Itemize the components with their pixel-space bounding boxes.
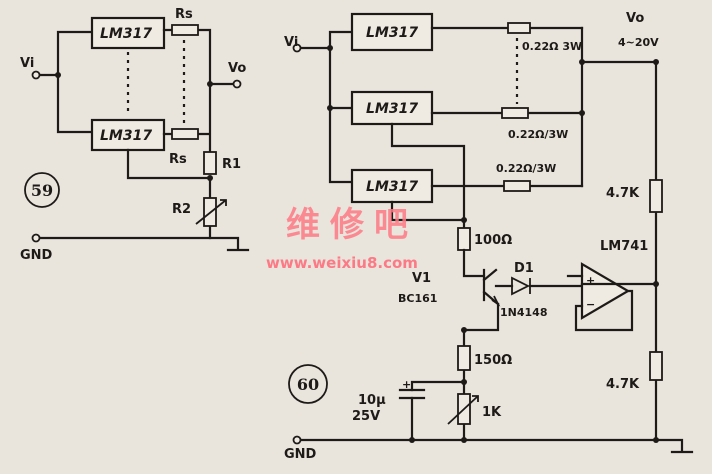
lm317-2-60	[350, 90, 434, 126]
res-2-60	[501, 107, 529, 119]
res-1-60	[507, 22, 531, 34]
circuit-59: LM317 LM317 Rs Rs Vo Vi R1 R2 GND 59	[20, 7, 250, 263]
vin-terminal-60	[292, 43, 302, 53]
vin-terminal-59	[31, 70, 41, 80]
vout-range-label: 4~20V	[618, 36, 659, 49]
rs-top-label: Rs	[175, 7, 193, 22]
vout-label-60: Vo	[626, 11, 644, 26]
r1-resistor	[203, 151, 217, 175]
gnd-label-59: GND	[20, 248, 53, 263]
capacitor-10u	[398, 388, 426, 400]
pot-label: 1K	[482, 405, 502, 420]
r1-label: R1	[222, 157, 241, 172]
rs-top-resistor	[171, 24, 199, 36]
opamp-plus-sign: +	[586, 274, 595, 287]
r-lower-label: 4.7K	[606, 377, 640, 392]
r-150-label: 150Ω	[474, 353, 512, 368]
rs-bottom-resistor	[171, 128, 199, 140]
vin-label-60: Vi	[284, 35, 298, 50]
diode-d1	[511, 276, 531, 296]
res-2-label: 0.22Ω/3W	[508, 128, 568, 141]
rs-bottom-label: Rs	[169, 152, 187, 167]
lm741-opamp	[580, 262, 631, 320]
r-150-resistor	[457, 345, 471, 371]
gnd-terminal-60	[292, 435, 302, 445]
r-upper-label: 4.7K	[606, 186, 640, 201]
figure-60-number: 60	[297, 375, 319, 394]
lm317-1-label: LM317	[366, 25, 418, 41]
figure-59-badge	[24, 172, 60, 208]
res-3-label: 0.22Ω/3W	[496, 162, 556, 175]
transistor-label: V1	[412, 271, 431, 286]
lm317-1-60	[350, 12, 434, 52]
lm317-top-59	[90, 16, 166, 50]
diode-label: D1	[514, 261, 534, 276]
lm317-3-label: LM317	[366, 179, 418, 195]
opamp-minus-sign: −	[586, 298, 595, 311]
r-100-resistor	[457, 227, 471, 251]
cap-value-label: 10μ	[358, 393, 386, 408]
gnd-label-60: GND	[284, 447, 317, 462]
lm317-2-label: LM317	[366, 101, 418, 117]
lm317-bottom-label: LM317	[100, 128, 152, 144]
r-upper-4k7	[649, 179, 663, 213]
res-1-label: 0.22Ω 3W	[522, 40, 582, 53]
figure-59-number: 59	[31, 181, 53, 200]
res-3-60	[503, 180, 531, 192]
transistor-part-label: BC161	[398, 292, 437, 305]
gnd-terminal-59	[31, 233, 41, 243]
figure-60-badge	[288, 364, 328, 404]
r2-label: R2	[172, 202, 191, 217]
diode-part-label: 1N4148	[500, 306, 547, 319]
circuit-60: Vi LM317 LM317 LM317 0.22Ω 3W 0.22Ω/3W 0…	[284, 11, 694, 462]
vin-label-59: Vi	[20, 56, 34, 71]
watermark-url: www.weixiu8.com	[266, 254, 418, 272]
r-100-label: 100Ω	[474, 233, 512, 248]
watermark-title: 维修吧	[286, 205, 418, 245]
lm317-top-label: LM317	[100, 26, 152, 42]
r-lower-4k7	[649, 351, 663, 381]
cap-voltage-label: 25V	[352, 409, 380, 424]
vout-terminal-59	[232, 79, 242, 89]
watermark: 维修吧 www.weixiu8.com	[266, 205, 418, 272]
cap-polarity: +	[402, 378, 411, 391]
vout-label-59: Vo	[228, 61, 246, 76]
opamp-label: LM741	[600, 239, 648, 254]
